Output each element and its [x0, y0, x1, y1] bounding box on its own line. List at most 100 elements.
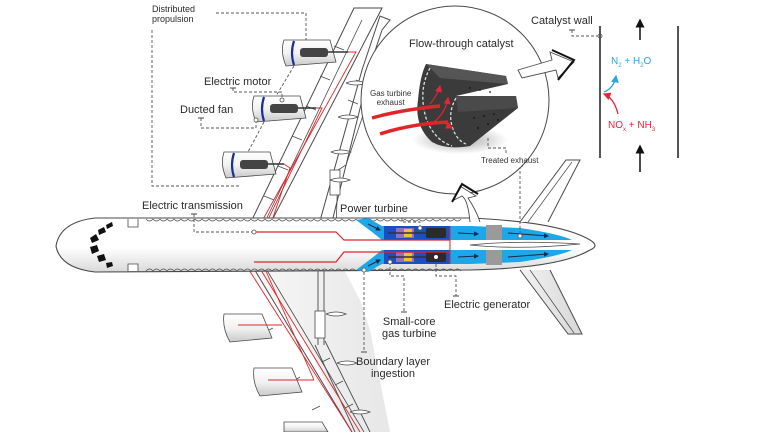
- electric-generator-icon: [426, 228, 446, 262]
- label-small-core-gas-turbine: Small-core gas turbine: [382, 316, 436, 340]
- window-scallop: [145, 268, 154, 272]
- window-scallop: [285, 268, 294, 272]
- window-scallop: [250, 218, 259, 222]
- label-line: propulsion: [152, 14, 194, 24]
- window-scallop: [278, 218, 287, 222]
- window-scallop: [446, 268, 455, 272]
- label-line: ingestion: [370, 368, 416, 380]
- window-scallop: [145, 218, 154, 222]
- window-scallop: [439, 218, 448, 222]
- label-boundary-layer-ingestion: Boundary layer ingestion: [356, 356, 430, 380]
- window-scallop: [194, 268, 203, 272]
- window-scallop: [166, 218, 175, 222]
- fuselage-electric-lines: [254, 231, 450, 263]
- window-scallop: [313, 268, 322, 272]
- window-scallop: [187, 268, 196, 272]
- window-scallop: [152, 268, 161, 272]
- window-scallop: [180, 218, 189, 222]
- window-scallop: [320, 218, 329, 222]
- label-flow-through-catalyst: Flow-through catalyst: [409, 38, 514, 50]
- window-scallop: [250, 268, 259, 272]
- window-scallop: [327, 268, 336, 272]
- chem-products: N2 + H2O: [611, 56, 651, 69]
- window-scallop: [166, 268, 175, 272]
- window-scallop: [180, 268, 189, 272]
- window-scallop: [159, 218, 168, 222]
- label-distributed-propulsion: Distributed propulsion: [152, 4, 195, 24]
- window-scallop: [215, 218, 224, 222]
- chem-sub: 2: [618, 63, 622, 69]
- window-scallop: [348, 268, 357, 272]
- chem-sub: 2: [640, 63, 644, 69]
- window-scallop: [453, 268, 462, 272]
- catalyst-cylinder-icon: [412, 64, 518, 154]
- window-scallop: [292, 218, 301, 222]
- window-scallop: [411, 218, 420, 222]
- window-scallop: [222, 268, 231, 272]
- cockpit-windows: [90, 222, 113, 268]
- window-scallop: [257, 218, 266, 222]
- window-scallop: [425, 218, 434, 222]
- label-electric-motor: Electric motor: [204, 76, 272, 88]
- chem-reactants: NOx + NH3: [608, 120, 655, 133]
- window-scallop: [418, 268, 427, 272]
- label-line: exhaust: [376, 98, 405, 107]
- window-scallop: [201, 218, 210, 222]
- window-scallop: [215, 268, 224, 272]
- window-scallop: [320, 268, 329, 272]
- chem-text: O: [643, 56, 652, 67]
- window-scallop: [243, 268, 252, 272]
- label-electric-generator: Electric generator: [444, 299, 531, 311]
- window-scallop: [425, 268, 434, 272]
- window-scallop: [376, 218, 385, 222]
- window-scallop: [257, 268, 266, 272]
- window-scallop: [404, 218, 413, 222]
- window-scallop: [341, 268, 350, 272]
- ducted-fan-icon: [222, 151, 284, 179]
- window-scallop: [159, 268, 168, 272]
- window-scallop: [208, 268, 217, 272]
- window-scallop: [313, 218, 322, 222]
- window-scallop: [446, 218, 455, 222]
- electric-lines: [243, 51, 361, 433]
- window-scallop: [264, 268, 273, 272]
- window-scallop: [271, 218, 280, 222]
- window-scallop: [229, 268, 238, 272]
- label-catalyst-wall: Catalyst wall: [531, 15, 593, 27]
- window-scallop: [306, 218, 315, 222]
- lower-wing: [240, 261, 390, 433]
- window-scallop: [348, 218, 357, 222]
- chem-text: + NH: [626, 120, 652, 131]
- window-scallop: [236, 268, 245, 272]
- leader-lines: [151, 12, 600, 352]
- window-scallop: [327, 218, 336, 222]
- window-scallop: [292, 268, 301, 272]
- window-scallop: [341, 218, 350, 222]
- window-scallop: [299, 268, 308, 272]
- label-treated-exhaust: Treated exhaust: [481, 156, 539, 165]
- window-scallop: [152, 218, 161, 222]
- internal-propulsion: [356, 218, 572, 272]
- lower-engines: [223, 313, 329, 433]
- label-ducted-fan: Ducted fan: [180, 104, 234, 116]
- label-line: Distributed: [152, 4, 196, 14]
- window-scallop: [439, 268, 448, 272]
- chem-text: N: [611, 56, 619, 67]
- window-scallop: [397, 218, 406, 222]
- window-scallop: [404, 268, 413, 272]
- window-scallop: [173, 268, 182, 272]
- catalyst-inset: [360, 5, 576, 223]
- window-scallop: [432, 268, 441, 272]
- window-scallop: [173, 218, 182, 222]
- label-electric-transmission: Electric transmission: [142, 200, 243, 212]
- window-scallop: [194, 218, 203, 222]
- ducted-fan-icon: [252, 95, 316, 123]
- window-scallop: [229, 218, 238, 222]
- flow-arrow-icon: [371, 84, 454, 136]
- window-scallop: [390, 218, 399, 222]
- window-scallop: [222, 218, 231, 222]
- label-line: Gas turbine: [370, 89, 412, 98]
- label-gas-turbine-exhaust: Gas turbine exhaust: [370, 89, 411, 107]
